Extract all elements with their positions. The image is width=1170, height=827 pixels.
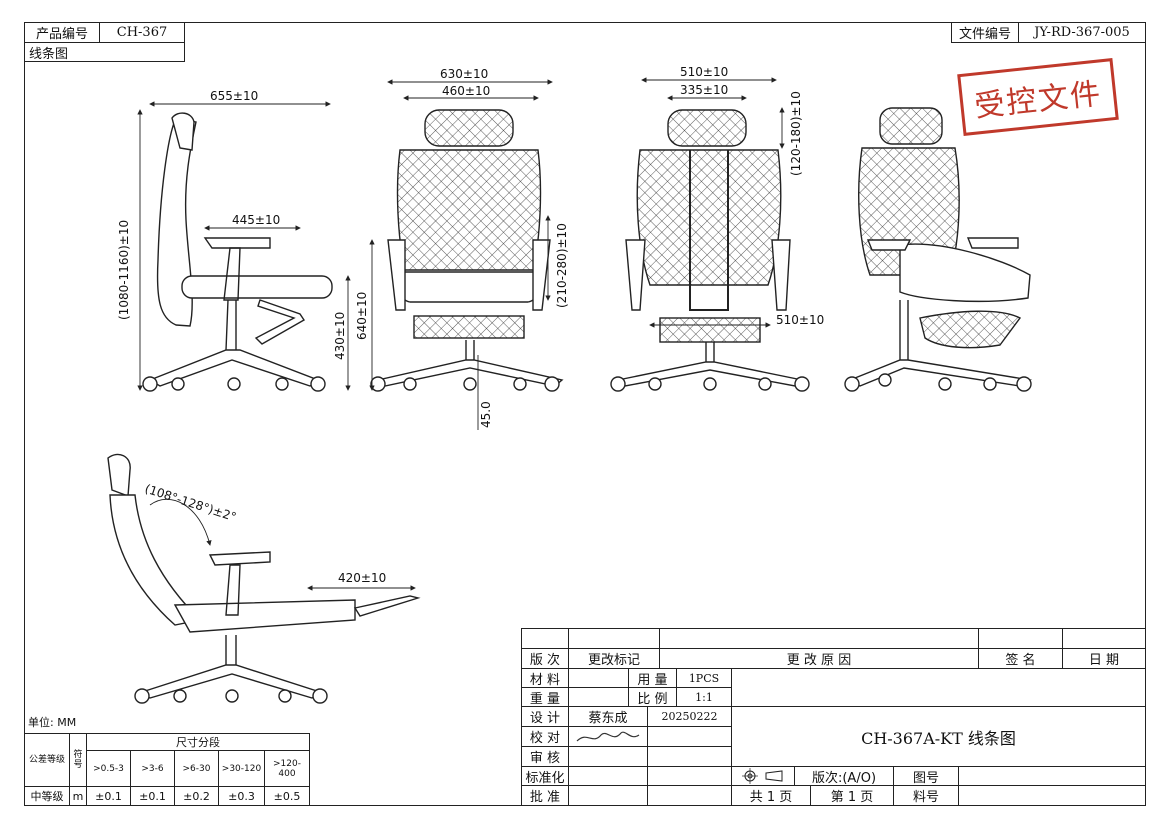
designer: 蔡东成	[568, 706, 648, 727]
dim-front-back-width: 460±10	[442, 84, 490, 98]
review-date	[647, 746, 732, 767]
projection-symbol	[731, 766, 795, 786]
range-5: >120-400	[264, 750, 310, 787]
grade-label: 公差等级	[24, 733, 70, 787]
dim-back-seat-width: 510±10	[776, 313, 824, 327]
part-no-label: 料号	[893, 785, 959, 806]
total-pages: 共 1 页	[731, 785, 811, 806]
material-value	[568, 668, 629, 688]
tol-value-5: ±0.5	[264, 786, 310, 806]
dim-front-width: 630±10	[440, 67, 488, 81]
range-header: 尺寸分段	[86, 733, 310, 751]
review-signature	[568, 746, 648, 767]
review-label: 审 核	[521, 746, 569, 767]
dim-back-back-width: 335±10	[680, 83, 728, 97]
tol-value-3: ±0.2	[174, 786, 219, 806]
grade-name: 中等级	[24, 786, 70, 806]
approve-date	[647, 785, 732, 806]
range-4: >30-120	[218, 750, 265, 787]
check-label: 校 对	[521, 726, 569, 747]
design-date: 20250222	[647, 706, 732, 727]
dim-back-headrest: (120-180)±10	[789, 91, 803, 176]
range-1: >0.5-3	[86, 750, 131, 787]
dim-back-width: 510±10	[680, 65, 728, 79]
dim-side-seat-height: 430±10	[333, 312, 347, 360]
drawing-no-value	[958, 766, 1146, 786]
design-label: 设 计	[521, 706, 569, 727]
dim-side-depth: 655±10	[210, 89, 258, 103]
unit-label: 单位: MM	[28, 716, 77, 729]
usage-value: 1PCS	[676, 668, 732, 688]
dim-side-height: (1080-1160)±10	[117, 220, 131, 320]
dim-recline-angle: (108°-128°)±2°	[143, 482, 238, 525]
dim-front-arm-adjust: (210-280)±10	[555, 223, 569, 308]
approve-label: 批 准	[521, 785, 569, 806]
dim-front-arm-height: 640±10	[355, 292, 369, 340]
dim-side-armrest: 445±10	[232, 213, 280, 227]
iso-view	[844, 107, 1032, 392]
tol-value-2: ±0.1	[130, 786, 175, 806]
drawing-title: CH-367A-KT 线条图	[731, 706, 1146, 767]
scale-label: 比 例	[628, 687, 677, 707]
check-date	[647, 726, 732, 747]
tol-value-4: ±0.3	[218, 786, 265, 806]
material-label: 材 料	[521, 668, 569, 688]
change-mark-label: 更改标记	[568, 648, 660, 669]
approve-signature	[568, 785, 648, 806]
projection-icon	[742, 768, 783, 784]
handwritten-signature	[576, 731, 640, 741]
tb-blank	[521, 628, 569, 649]
reclined-view	[107, 453, 421, 704]
date-label: 日 期	[1062, 648, 1146, 669]
signature-label: 签 名	[978, 648, 1063, 669]
tol-value-1: ±0.1	[86, 786, 131, 806]
version-label: 版 次	[521, 648, 569, 669]
revision-label: 版次:(A/O)	[794, 766, 894, 786]
symbol-value: m	[69, 786, 87, 806]
tb-blank	[568, 628, 660, 649]
part-no-value	[958, 785, 1146, 806]
tb-blank	[1062, 628, 1146, 649]
usage-label: 用 量	[628, 668, 677, 688]
tb-blank	[659, 628, 979, 649]
side-view	[142, 112, 333, 392]
standard-label: 标准化	[521, 766, 569, 786]
tb-blank	[978, 628, 1063, 649]
scale-value: 1:1	[676, 687, 732, 707]
file-no-value: JY-RD-367-005	[1018, 22, 1146, 43]
back-view	[610, 109, 810, 392]
range-3: >6-30	[174, 750, 219, 787]
front-view	[370, 109, 564, 392]
dim-footrest: 420±10	[338, 571, 386, 585]
range-2: >3-6	[130, 750, 175, 787]
page-no: 第 1 页	[810, 785, 894, 806]
weight-value	[568, 687, 629, 707]
change-reason-label: 更 改 原 因	[659, 648, 979, 669]
symbol-label: 符号	[69, 733, 87, 787]
standard-signature	[568, 766, 648, 786]
check-signature	[568, 726, 648, 747]
weight-label: 重 量	[521, 687, 569, 707]
drawing-no-label: 图号	[893, 766, 959, 786]
dim-front-clearance: 45.0	[479, 401, 493, 428]
drawing-type: 线条图	[24, 42, 185, 62]
standard-date	[647, 766, 732, 786]
